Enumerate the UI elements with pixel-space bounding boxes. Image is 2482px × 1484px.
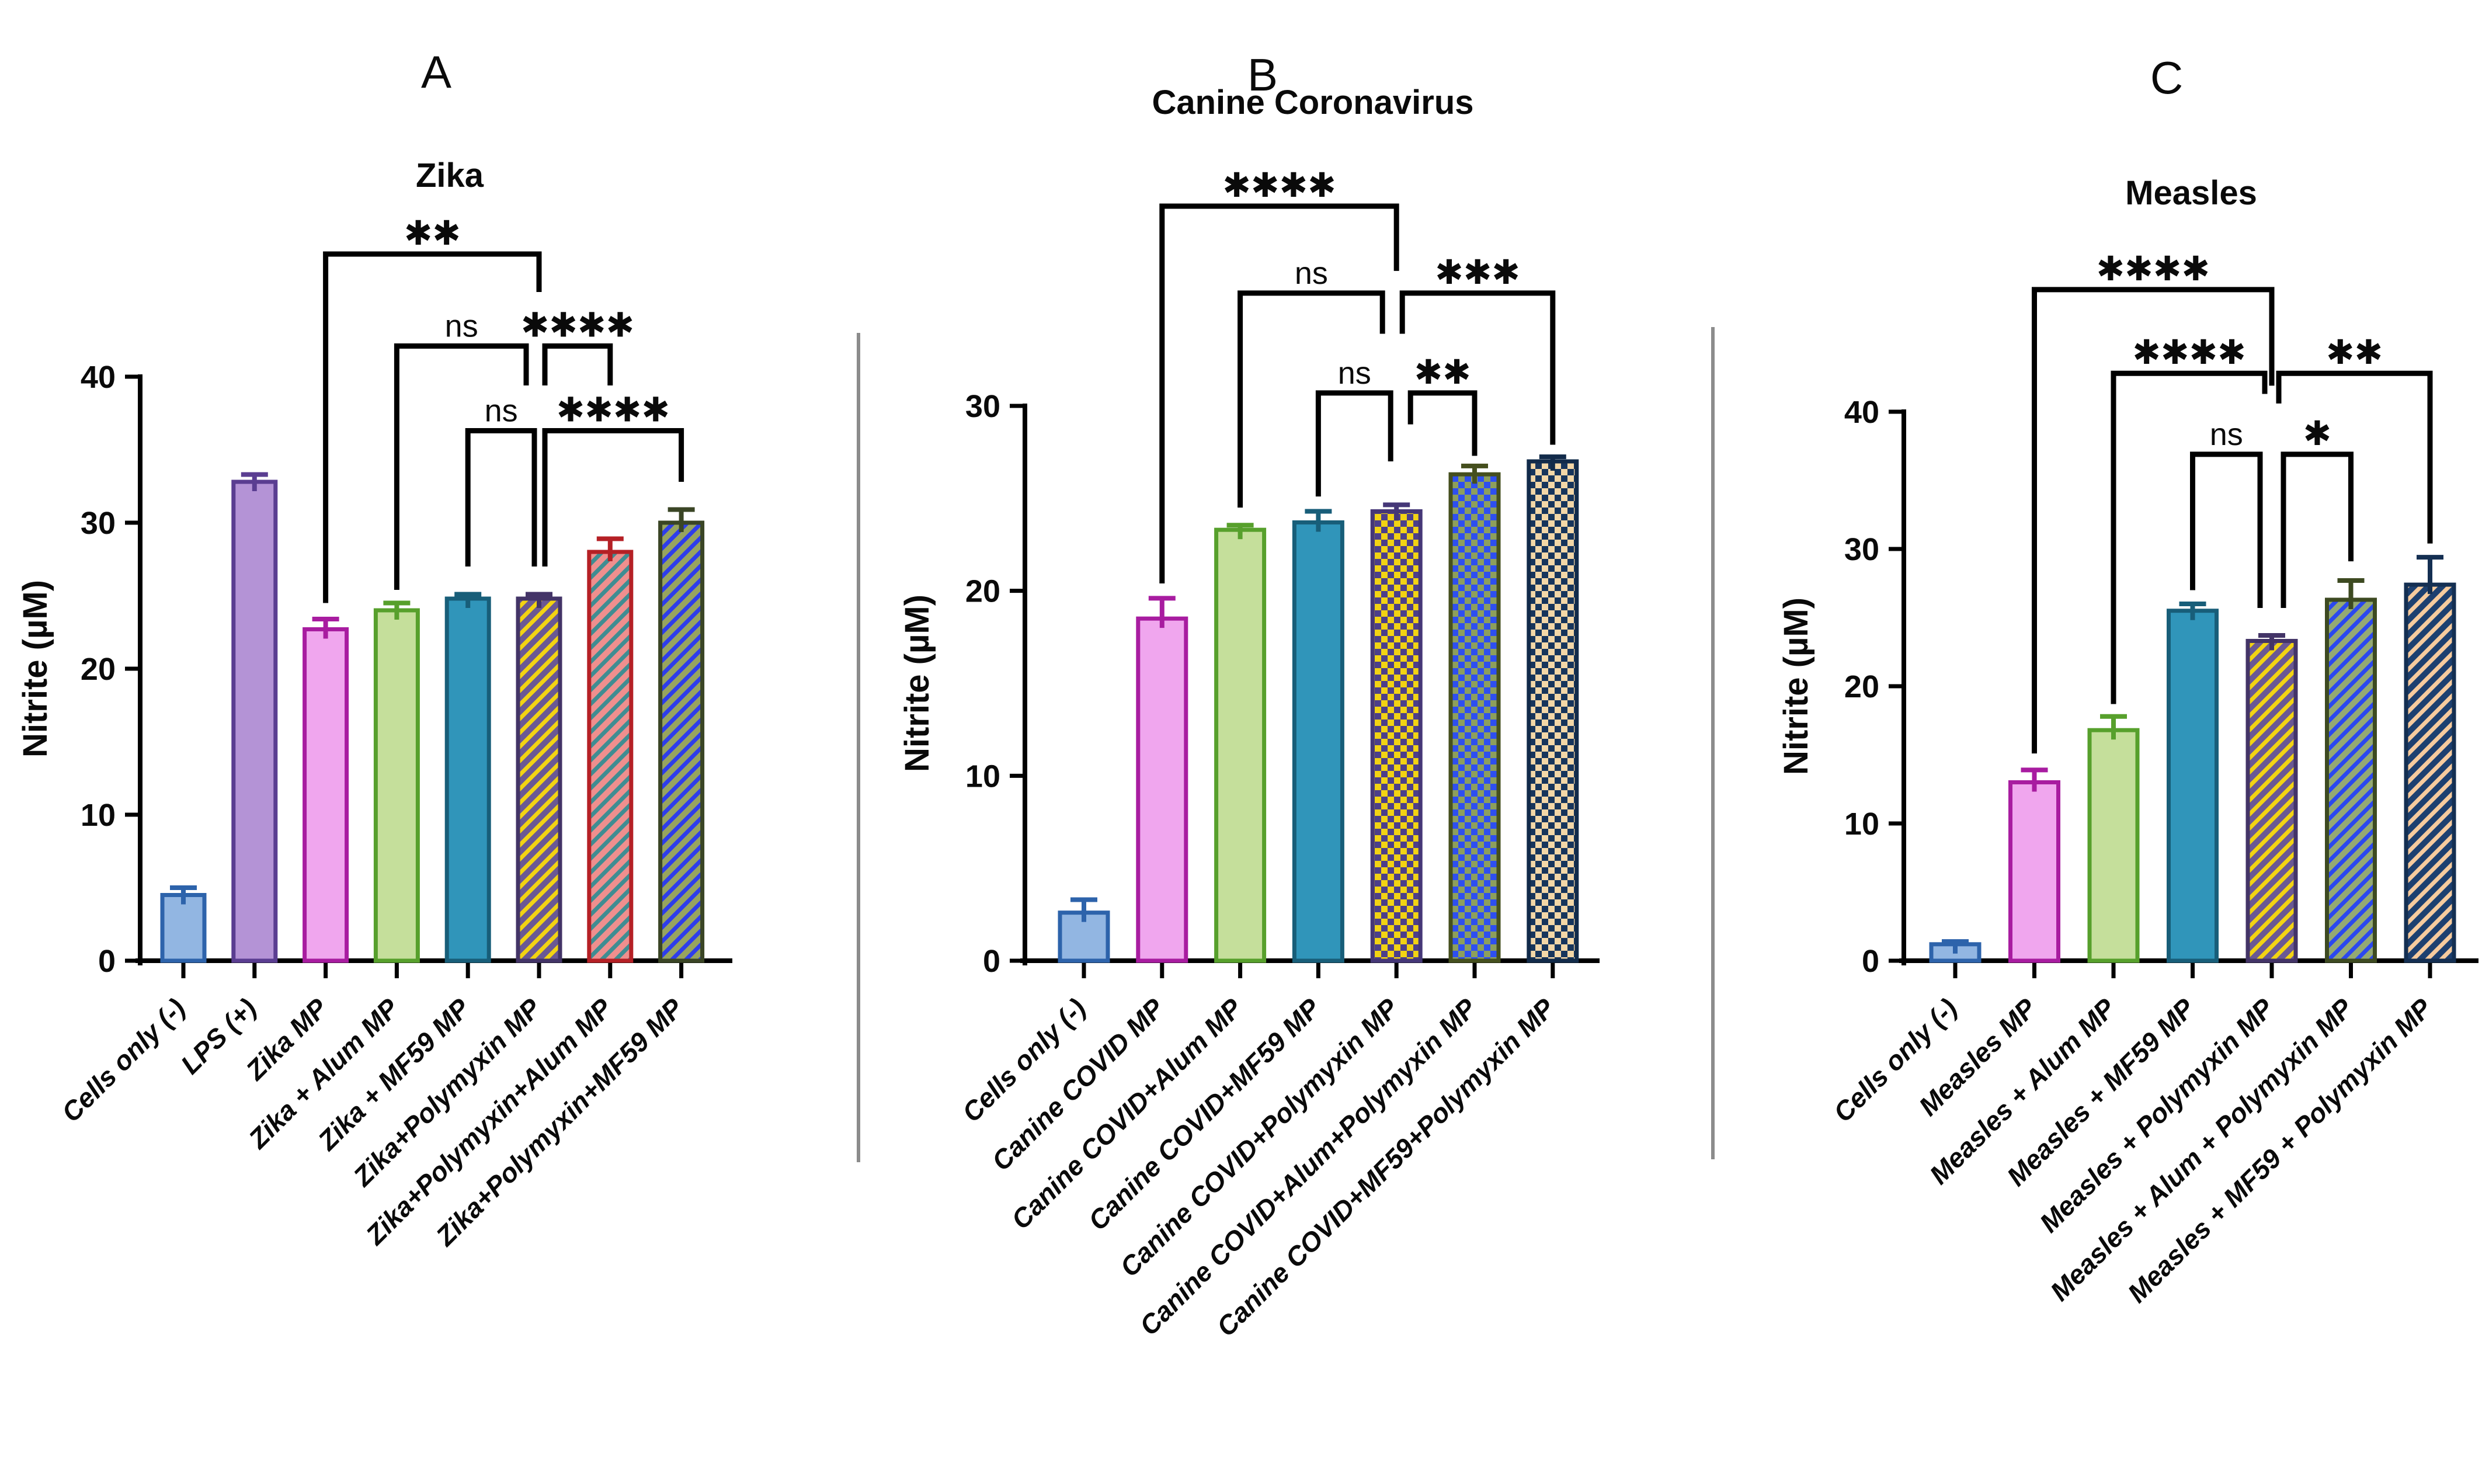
bar (160, 893, 207, 963)
significance-bracket (2111, 370, 2268, 704)
significance-bracket (1237, 290, 1385, 508)
significance-label: ✱✱✱ (1435, 253, 1520, 291)
bar (516, 596, 562, 963)
y-tick-label: 10 (965, 759, 1000, 794)
bar (1448, 472, 1501, 963)
significance-bracket (2032, 287, 2275, 754)
significance-label: ✱✱✱✱ (2097, 250, 2210, 288)
bar (1136, 616, 1188, 963)
panel-letter: A (421, 46, 451, 98)
significance-bracket (1159, 203, 1399, 583)
y-tick-label: 0 (983, 944, 1000, 979)
significance-label: ns (445, 309, 478, 344)
bar (1292, 520, 1344, 963)
bar (444, 596, 491, 963)
bar (2404, 582, 2456, 963)
significance-label: ✱✱ (1414, 353, 1471, 391)
bar (1370, 509, 1423, 963)
bar (2087, 728, 2140, 963)
y-axis-title: Nitrite (µM) (16, 580, 54, 757)
significance-bracket (1399, 290, 1556, 445)
significance-label: ✱✱ (2326, 333, 2383, 371)
y-tick-label: 0 (98, 944, 116, 979)
bar (2008, 780, 2060, 963)
panel-letter: C (2150, 52, 2183, 103)
significance-label: ns (1295, 256, 1328, 291)
panel-title: Zika (416, 157, 484, 194)
significance-bracket (542, 343, 613, 385)
panel-letter: B (1247, 49, 1278, 100)
significance-label: ✱✱✱✱ (521, 307, 634, 345)
bar (2167, 609, 2219, 963)
significance-bracket (542, 428, 684, 567)
y-tick-label: 20 (965, 574, 1000, 609)
bar (658, 520, 705, 963)
y-tick-label: 20 (81, 652, 116, 687)
bar (231, 479, 278, 963)
significance-label: ns (485, 394, 518, 429)
bar (303, 627, 349, 963)
significance-bracket (2276, 370, 2433, 544)
significance-bracket (323, 251, 542, 603)
y-tick-label: 30 (965, 389, 1000, 424)
significance-bracket (2281, 451, 2354, 609)
y-tick-label: 40 (1844, 395, 1879, 430)
significance-label: ns (2210, 417, 2243, 452)
y-tick-label: 30 (1844, 532, 1879, 567)
significance-label: ✱✱✱✱ (2132, 333, 2245, 371)
significance-label: ✱✱✱✱ (557, 391, 670, 429)
significance-bracket (465, 428, 537, 567)
y-tick-label: 10 (1844, 807, 1879, 842)
y-tick-label: 40 (81, 360, 116, 395)
significance-bracket (2190, 451, 2263, 609)
significance-bracket (394, 343, 529, 590)
panel-title: Canine Coronavirus (1152, 84, 1473, 121)
y-tick-label: 0 (1862, 944, 1879, 979)
significance-bracket (1407, 390, 1478, 456)
bar (587, 550, 634, 963)
y-axis-title: Nitrite (µM) (1777, 597, 1815, 775)
significance-label: ✱ (2303, 415, 2331, 453)
bar (1214, 527, 1267, 963)
bar (1527, 459, 1579, 963)
y-tick-label: 30 (81, 506, 116, 541)
significance-label: ns (1338, 356, 1371, 391)
y-tick-label: 20 (1844, 669, 1879, 704)
significance-bracket (1315, 390, 1393, 497)
bar (373, 608, 420, 963)
bar (2245, 638, 2298, 963)
significance-label: ✱✱ (404, 214, 461, 252)
y-axis-title: Nitrite (µM) (898, 595, 936, 772)
y-tick-label: 10 (81, 798, 116, 833)
significance-label: ✱✱✱✱ (1222, 166, 1336, 204)
bar (2325, 597, 2377, 963)
panel-title: Measles (2125, 174, 2257, 212)
